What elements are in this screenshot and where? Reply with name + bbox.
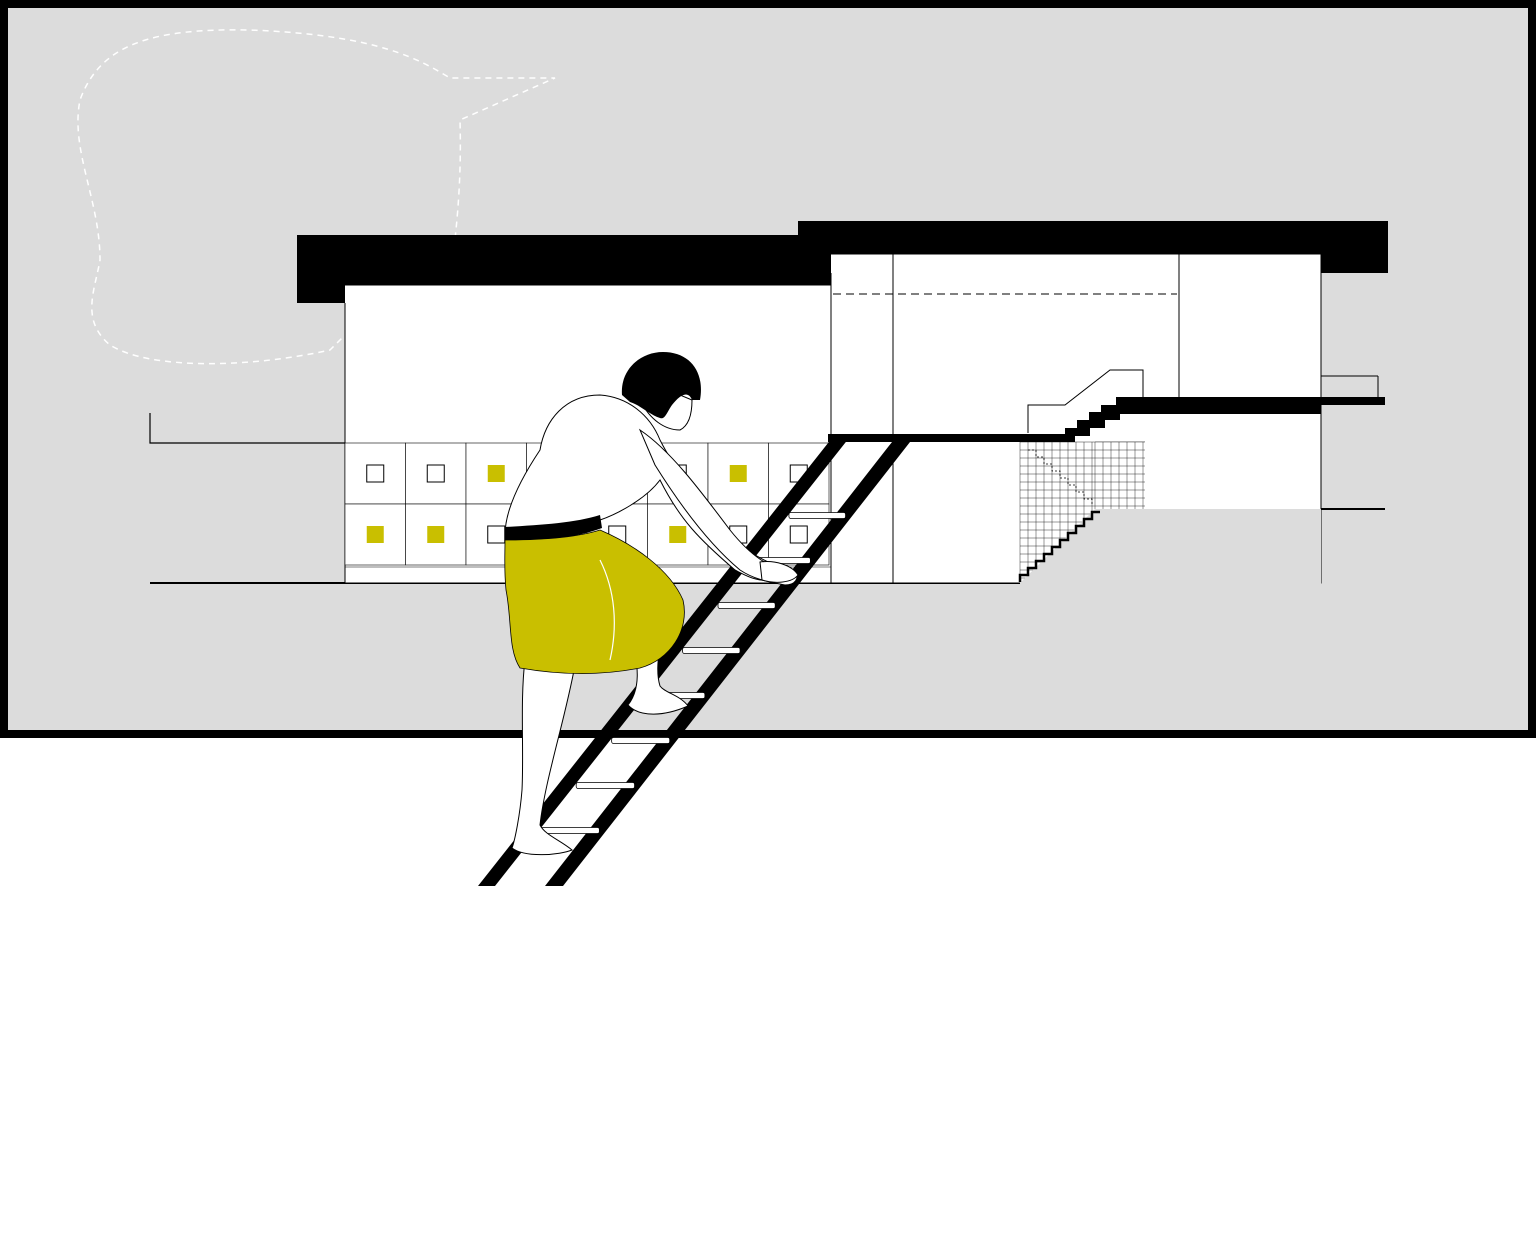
person-skirt [504, 529, 685, 675]
window-outline [789, 525, 808, 544]
ladder-rung [682, 647, 741, 654]
right-roof-cut [831, 254, 1321, 273]
person-hand [759, 561, 799, 583]
stair-mesh [1019, 441, 1145, 583]
person-back-leg [511, 659, 576, 856]
upper-floor-slab [828, 397, 1385, 442]
window-yellow [366, 526, 384, 543]
ladder-rung [788, 512, 846, 519]
terrain-line-left [149, 413, 345, 444]
window-yellow [669, 526, 687, 543]
person-waistband [505, 515, 602, 543]
stair-steps-lower [1018, 510, 1100, 582]
ladder-rail-right [545, 442, 910, 886]
window-outline [487, 525, 506, 544]
window-outline [366, 464, 385, 483]
stair-hidden-line [1028, 449, 1093, 506]
skirt-fold [599, 559, 615, 661]
window-yellow [427, 526, 445, 543]
ladder-rung [540, 827, 600, 834]
stair-steps-upper [1027, 369, 1144, 433]
mesh-ground-cut [1020, 509, 1145, 583]
person-hair [621, 352, 701, 419]
person-climbing-icon [504, 352, 799, 856]
ladder-rung [611, 737, 671, 744]
ladder-rung [717, 602, 776, 609]
ladder-rungs [540, 512, 846, 834]
ladder-icon [478, 438, 910, 886]
left-roof-cut [345, 285, 831, 303]
window-yellow [487, 465, 505, 482]
window-outline [426, 464, 445, 483]
ladder-rail-left [478, 438, 849, 886]
cloud-outline-icon [77, 29, 556, 365]
mesh-clear [1095, 442, 1145, 509]
ladder-rung [575, 782, 635, 789]
window-yellow [729, 465, 747, 482]
person-arm [638, 428, 798, 586]
